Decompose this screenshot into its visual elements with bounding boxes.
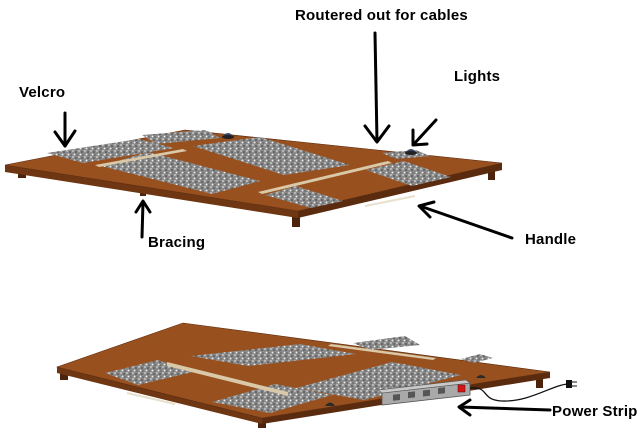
gravel-cutout (366, 161, 451, 186)
light-fixture-icon (405, 149, 417, 155)
power-strip (377, 379, 471, 406)
arrow-icon (53, 111, 77, 148)
board-leg (292, 214, 300, 227)
label-lights: Lights (454, 68, 500, 85)
annotations (53, 31, 552, 417)
light-fixture-icon (222, 133, 234, 139)
arrow-icon (457, 398, 552, 417)
gravel-cutout (461, 354, 493, 363)
gravel-cutout (47, 139, 174, 163)
label-power-strip: Power Strip (552, 403, 638, 420)
handle-bar (364, 195, 416, 207)
gravel-cutout (193, 137, 350, 175)
gravel-cutout (212, 384, 332, 413)
outlet-icon (438, 387, 445, 394)
gravel-cutout (101, 152, 260, 194)
outlet-icon (423, 389, 430, 397)
board-front-edge (57, 367, 262, 424)
label-handle: Handle (525, 231, 576, 248)
gravel-cutout (353, 336, 420, 350)
rail (95, 149, 187, 167)
arrow-icon (363, 31, 391, 144)
gravel-cutout (382, 150, 430, 159)
power-switch (457, 384, 466, 393)
plug-icon (566, 380, 577, 388)
gravel-cutout (142, 130, 220, 144)
label-routered-out-for-cables: Routered out for cables (295, 7, 468, 24)
arrow-icon (134, 199, 152, 239)
light-fixture-icon (325, 402, 335, 406)
top-board (4, 129, 503, 227)
gravel-cutout (265, 186, 343, 208)
bottom-board (55, 322, 577, 428)
label-bracing: Bracing (148, 234, 205, 251)
outlet-icon (393, 393, 400, 401)
gravel-cutout (296, 362, 461, 400)
light-fixture-icon (476, 375, 486, 378)
power-cord (469, 383, 569, 402)
board-leg (488, 168, 495, 180)
power-strip-top (377, 379, 471, 394)
rail (167, 362, 288, 396)
arrow-icon (417, 200, 514, 240)
board-top-face (55, 322, 551, 419)
board-leg (536, 378, 543, 388)
board-right-edge (298, 163, 502, 218)
board-leg (60, 372, 68, 380)
rail (328, 344, 436, 360)
board-front-edge (5, 165, 298, 218)
handle-bar (126, 392, 176, 405)
outlet-icon (408, 391, 415, 399)
label-velcro: Velcro (19, 84, 65, 101)
gravel-cutout (191, 344, 356, 366)
rail (258, 161, 392, 194)
arrow-icon (411, 118, 438, 147)
